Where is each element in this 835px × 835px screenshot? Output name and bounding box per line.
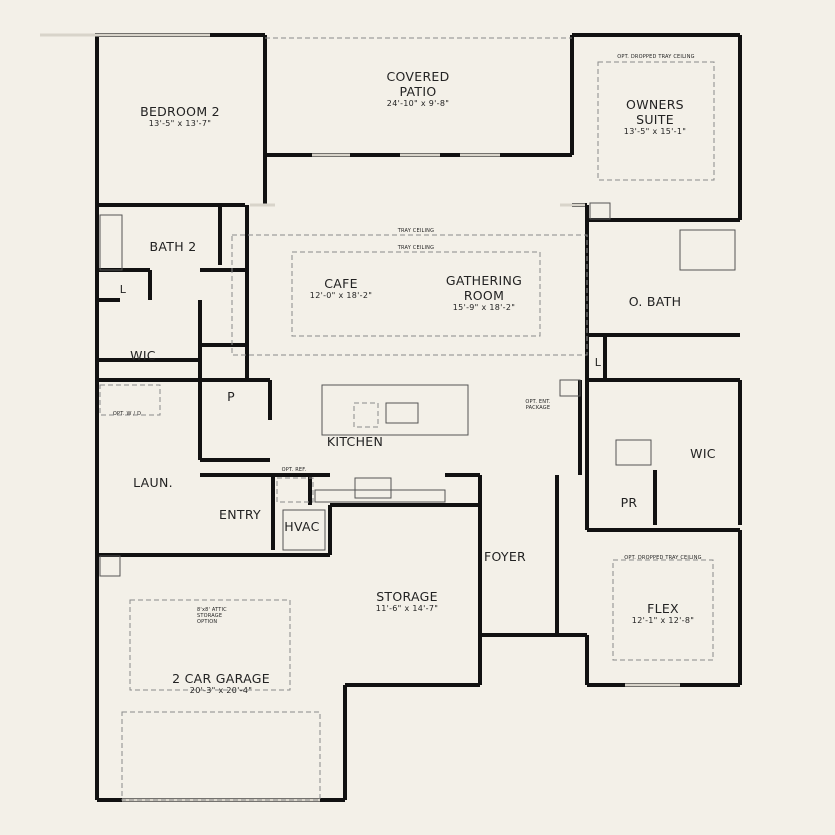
room-wic-1: WIC <box>130 348 156 363</box>
water-heater <box>99 555 121 577</box>
room-linen-1: L <box>119 283 127 296</box>
room-entry: ENTRY <box>219 507 261 522</box>
tray-ceiling-outer <box>231 234 588 356</box>
room-hvac: HVAC <box>284 519 320 534</box>
owners-tray-note: OPT. DROPPED TRAY CEILING <box>617 54 695 60</box>
room-bath-2: BATH 2 <box>149 239 197 254</box>
tray-ceiling-inner <box>291 251 541 337</box>
flex-tray-ceiling <box>612 559 714 661</box>
room-pantry: P <box>227 389 235 404</box>
room-foyer: FOYER <box>483 549 527 564</box>
hvac-unit <box>282 509 326 551</box>
dishwasher <box>353 402 379 428</box>
kitchen-counter <box>314 489 446 503</box>
opt-washer-dryer <box>99 384 161 416</box>
opt-ent-package-note: OPT. ENT.PACKAGE <box>525 399 551 411</box>
room-wic-2: WIC <box>690 446 716 461</box>
attic-storage <box>129 599 291 691</box>
flex-tray-note: OPT. DROPPED TRAY CEILING <box>624 555 702 561</box>
room-laundry: LAUN. <box>133 475 173 490</box>
cooktop <box>354 477 392 499</box>
room-linen-2: L <box>594 356 602 369</box>
opt-ref-note: OPT. REF. <box>281 467 307 473</box>
room-kitchen: KITCHEN <box>326 434 384 449</box>
owners-tray-ceiling <box>597 61 715 181</box>
garage-door <box>121 711 321 801</box>
column <box>589 202 611 220</box>
pr-vanity <box>615 439 652 466</box>
tray-ceiling-inner-note: TRAY CEILING <box>397 245 435 251</box>
kitchen-island <box>321 384 469 436</box>
bathtub <box>99 214 123 271</box>
kitchen-sink <box>385 402 419 424</box>
room-powder: PR <box>620 495 638 510</box>
opt-refrigerator <box>276 477 314 503</box>
shower <box>679 229 736 271</box>
opt-washer-dryer-note: OPT. W / D <box>112 411 142 417</box>
column <box>559 379 581 397</box>
tray-ceiling-outer-note: TRAY CEILING <box>397 228 435 234</box>
room-owners-bath: O. BATH <box>628 294 682 309</box>
